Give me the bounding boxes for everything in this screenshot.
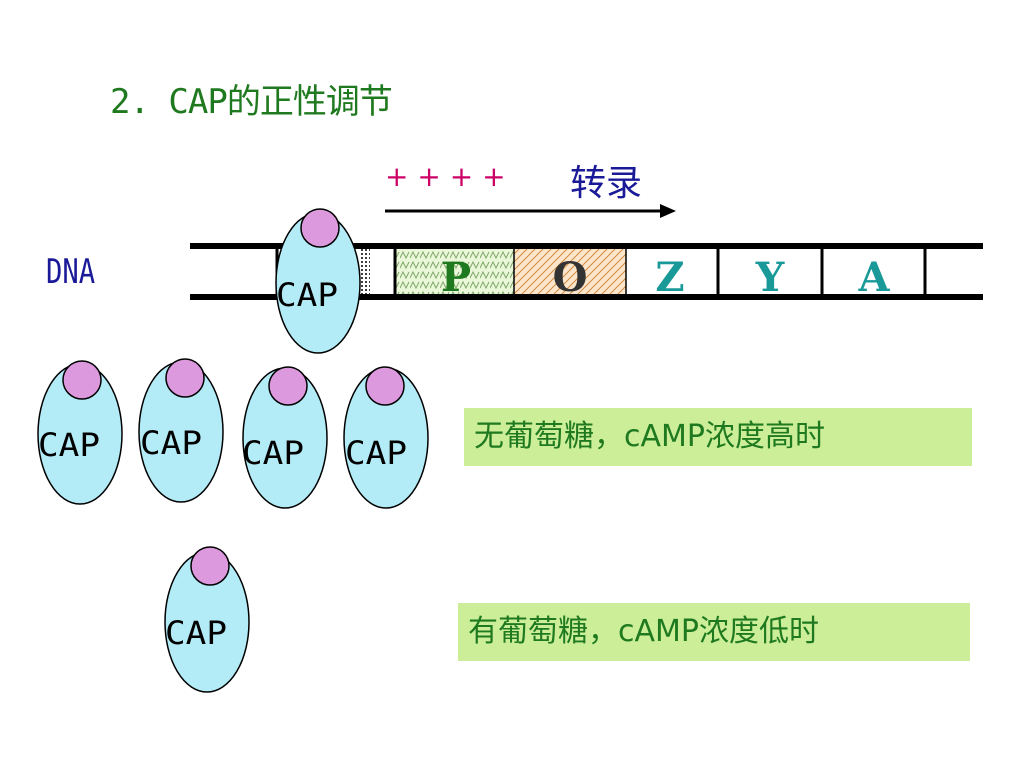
gene-label-z: Z [655,254,684,301]
cap-protein: CAP [343,366,429,509]
cap-protein: CAP [242,366,328,509]
operator-segment [514,249,626,294]
gene-label-y: Y [755,254,785,301]
gene-label-a: A [857,254,890,301]
cap-label: CAP [165,614,227,652]
cap-protein-bound: CAP [275,208,361,354]
cap-protein: CAP [37,360,123,505]
plus-signs: + + + + [385,160,506,193]
info-box-low-camp: 有葡萄糖，cAMP浓度低时 [458,603,970,661]
gene-label-p: P [441,254,471,301]
slide-title: 2. CAP的正性调节 [110,82,393,122]
gene-label-o: O [553,254,588,301]
cap-label: CAP [345,434,407,472]
cap-label: CAP [276,276,338,314]
cap-protein: CAP [164,546,250,693]
transcription-label: 转录 [570,163,643,204]
cap-protein: CAP [138,358,224,503]
cap-label: CAP [140,424,202,462]
promoter-segment [396,249,514,294]
cap-label: CAP [242,434,304,472]
dna-strand [190,243,983,300]
cap-label: CAP [38,426,100,464]
cap-binding-site [360,249,370,294]
info-box-high-camp: 无葡萄糖，cAMP浓度高时 [464,408,972,466]
dna-label: DNA [46,252,96,292]
transcription-arrow [385,204,676,218]
